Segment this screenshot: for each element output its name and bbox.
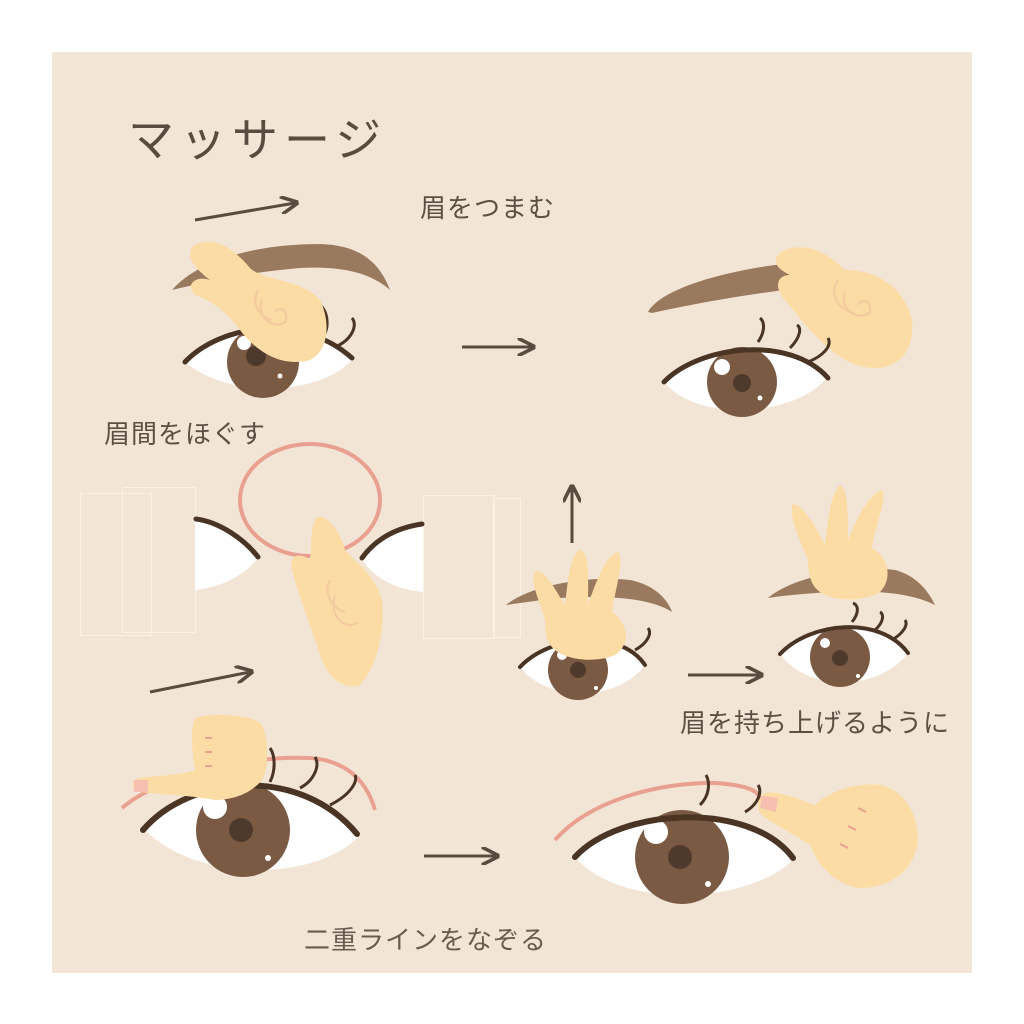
step-caption-lift-brow: 眉を持ち上げるように (680, 709, 951, 739)
arrow-right-icon (149, 672, 250, 694)
step1-before (172, 241, 390, 398)
eye-icon (778, 601, 910, 687)
eye-icon (572, 774, 796, 904)
step3-before (506, 550, 672, 700)
eyebrow-icon (648, 262, 827, 313)
hand-icon (775, 247, 913, 369)
eye-icon (661, 316, 831, 417)
hand-icon (132, 714, 268, 800)
circle-guide-icon (238, 442, 382, 558)
step1-after (648, 247, 913, 417)
ghost-rect (493, 498, 521, 638)
step-caption-trace-double-line: 二重ラインをなぞる (304, 926, 548, 956)
hand-icon (791, 485, 888, 600)
eye-icon (362, 524, 423, 592)
step3-after (768, 485, 935, 687)
eyebrow-icon (172, 244, 390, 290)
arrow-right-icon (194, 203, 295, 222)
eye-icon (195, 520, 258, 590)
step-caption-pinch-brow: 眉をつまむ (420, 194, 556, 224)
double-line-guide (553, 780, 762, 842)
step4-after (553, 774, 918, 904)
step2 (193, 442, 425, 687)
ghost-rect (423, 495, 495, 639)
eye-icon (140, 747, 360, 877)
ghost-rect (80, 493, 152, 636)
hand-icon (758, 784, 918, 888)
step4-before (120, 714, 377, 877)
hand-icon (190, 241, 327, 362)
page-title: マッサージ (128, 113, 388, 167)
hand-icon (291, 516, 383, 687)
step-caption-loosen-glabella: 眉間をほぐす (104, 420, 267, 450)
hand-icon (533, 550, 626, 660)
